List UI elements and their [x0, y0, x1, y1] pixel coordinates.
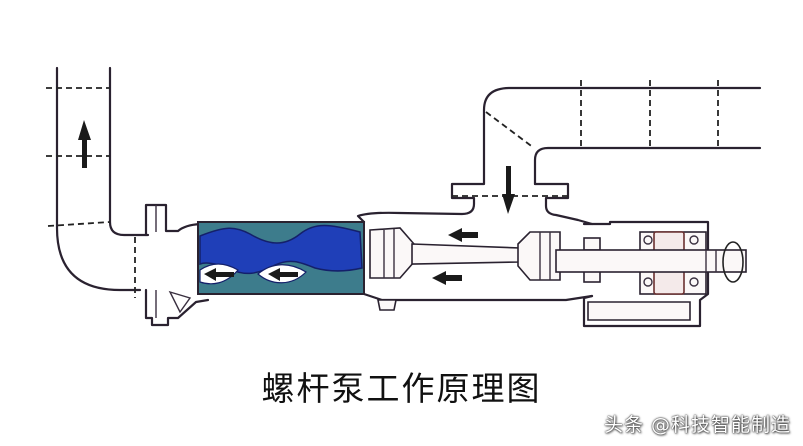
drive-shaft[interactable] [555, 241, 747, 283]
flow-left-arrow-icon [448, 228, 478, 242]
flow-left-arrow-icon [432, 271, 462, 285]
suction-chamber [356, 80, 762, 311]
rotor [199, 224, 363, 285]
flow-down-arrow-icon [502, 166, 515, 214]
bearing-housing [582, 220, 710, 328]
rotation-indicator-icon [722, 241, 744, 283]
flow-left-arrow-icon [268, 268, 298, 281]
diagram-title: 螺杆泵工作原理图 [261, 369, 542, 408]
flow-up-arrow-icon [78, 120, 91, 168]
coupling-rod [369, 227, 561, 285]
outlet-pipe [46, 66, 150, 298]
flow-left-arrow-icon [204, 268, 234, 281]
watermark: 头条 @科技智能制造 [603, 414, 791, 436]
